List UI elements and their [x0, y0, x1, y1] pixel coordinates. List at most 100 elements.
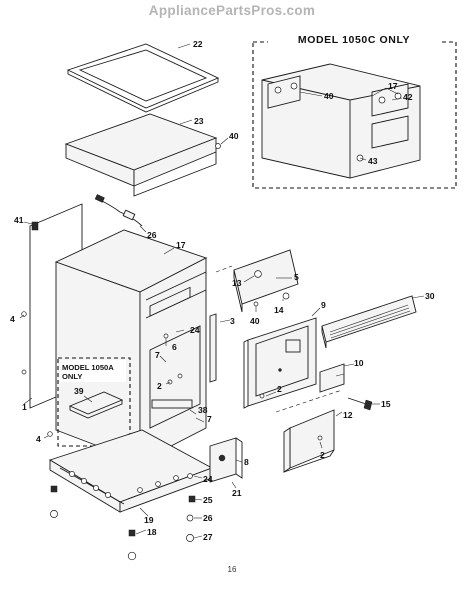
callout-7: 7 — [155, 350, 160, 360]
door-panel — [247, 317, 317, 407]
callout-2: 2 — [157, 381, 162, 391]
callout-24: 24 — [203, 474, 213, 484]
part-screw-15 — [347, 397, 380, 411]
cabinet-control-slot — [149, 286, 191, 317]
part-switch-box-8 — [209, 437, 243, 489]
grille-frame — [321, 295, 417, 343]
leader-line — [195, 417, 205, 423]
model-1050c-right-bracket — [371, 83, 409, 117]
callout-14: 14 — [274, 305, 284, 315]
model-1050c-screw — [274, 86, 282, 94]
bracket-side — [283, 427, 291, 473]
foot — [50, 485, 58, 493]
leader-line — [371, 87, 399, 97]
leader-line — [23, 397, 33, 405]
part-tray-39-edge — [69, 400, 123, 419]
callout-18: 18 — [147, 527, 157, 537]
callout-4: 4 — [36, 434, 41, 444]
washer-26 — [186, 514, 194, 522]
leader-line — [179, 119, 193, 125]
leader-line — [359, 157, 367, 161]
leader-line — [311, 307, 321, 317]
cord-plug — [94, 194, 105, 203]
assembly-line — [215, 265, 233, 273]
callout-41: 41 — [14, 215, 24, 225]
part-leveling-feet — [43, 431, 203, 561]
screw-shaft — [347, 397, 367, 405]
leader-line — [220, 137, 229, 145]
screw-40 — [253, 301, 259, 307]
leader-line — [193, 475, 203, 479]
leader-line — [319, 441, 323, 449]
bracket-back — [289, 409, 335, 469]
base-hole — [137, 487, 143, 493]
cord — [99, 199, 143, 227]
base-hole — [69, 471, 75, 477]
leader-line — [299, 91, 323, 97]
screw-2 — [317, 435, 323, 441]
callout-12: 12 — [343, 410, 353, 420]
leader-line — [391, 97, 403, 101]
part-cabinet-17 — [54, 229, 208, 463]
leader-line — [193, 535, 203, 539]
screw-2 — [259, 393, 265, 399]
callout-39: 39 — [74, 386, 84, 396]
grille-edge — [321, 326, 327, 349]
part-power-cord-26 — [94, 194, 147, 233]
screw — [21, 369, 27, 375]
model-1050c-title-backing — [268, 33, 440, 47]
callout-17: 17 — [388, 81, 398, 91]
leader-line — [19, 314, 25, 319]
small-panel — [319, 363, 345, 393]
model-1050a-title-backing — [60, 360, 126, 382]
part-bracket-12 — [283, 409, 343, 473]
callout-26: 26 — [147, 230, 157, 240]
leader-line — [411, 295, 425, 299]
assembly-line — [275, 389, 343, 413]
bracket-41 — [31, 221, 39, 231]
gasket-thickness — [67, 70, 219, 113]
page-number: 16 — [228, 565, 237, 574]
base-hole — [81, 478, 87, 484]
part-base-19 — [48, 429, 214, 517]
callout-19: 19 — [144, 515, 154, 525]
screw-4 — [47, 431, 53, 437]
leader-line — [83, 395, 93, 403]
model-1050a-title-line2: ONLY — [62, 372, 82, 381]
leader-line — [193, 498, 203, 501]
screw-40 — [215, 143, 221, 149]
leader-line — [265, 391, 277, 397]
callout-13: 13 — [232, 278, 242, 288]
base-hole — [93, 485, 99, 491]
leader-line — [177, 43, 191, 49]
model-1050a-title-line1: MODEL 1050A — [62, 363, 114, 372]
part-door-9 — [243, 307, 321, 409]
callout-27: 27 — [203, 532, 213, 542]
leader-line — [43, 435, 49, 439]
bracket-edge — [233, 270, 243, 313]
callout-30: 30 — [425, 291, 435, 301]
callout-40: 40 — [324, 91, 334, 101]
leader-line — [335, 373, 345, 377]
part-grille-30 — [321, 295, 425, 349]
callout-4: 4 — [10, 314, 15, 324]
leader-line — [139, 225, 147, 233]
callout-24: 24 — [190, 325, 200, 335]
base-hole — [155, 481, 161, 487]
callout-40: 40 — [229, 131, 239, 141]
callout-7: 7 — [207, 414, 212, 424]
callout-2: 2 — [277, 384, 282, 394]
leader-line — [159, 355, 167, 363]
leader-line — [165, 381, 171, 385]
cord-strain-relief — [122, 209, 136, 221]
pad-27 — [186, 534, 194, 542]
callout-9: 9 — [321, 300, 326, 310]
callout-23: 23 — [194, 116, 204, 126]
callout-5: 5 — [294, 272, 299, 282]
leader-line — [189, 409, 197, 415]
callout-8: 8 — [244, 457, 249, 467]
callout-1: 1 — [22, 402, 27, 412]
bracket-knob — [254, 270, 262, 278]
top-cover-lip — [133, 152, 217, 197]
